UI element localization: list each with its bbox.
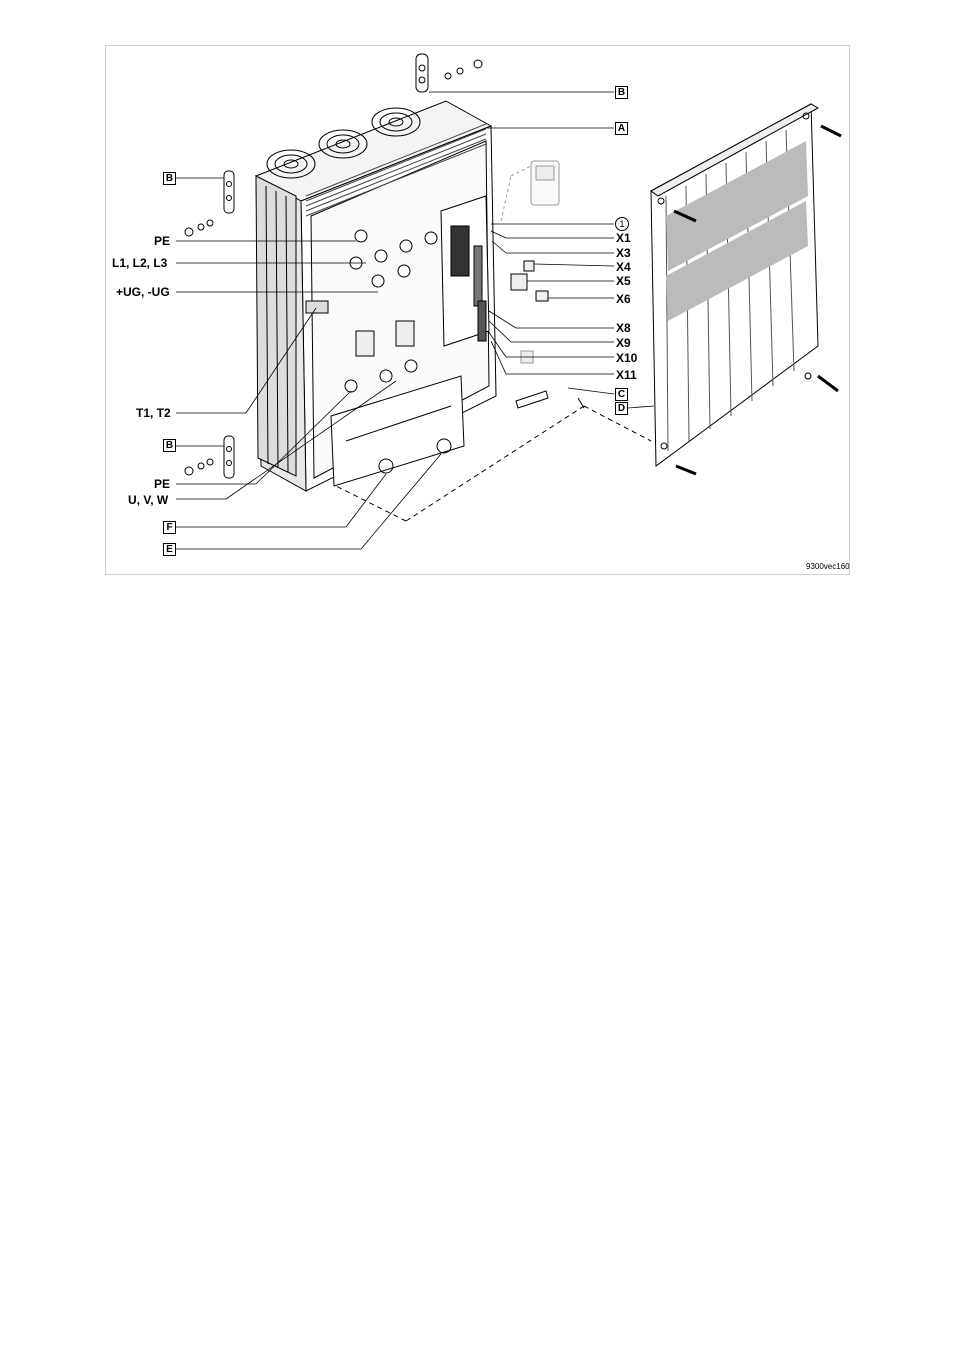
leader-lines	[176, 91, 655, 550]
label-pe-bottom: PE	[154, 477, 171, 491]
side-bracket-top	[184, 170, 235, 237]
small-parts	[515, 350, 585, 409]
label-x5: X5	[616, 274, 631, 288]
label-t1-t2: T1, T2	[136, 406, 171, 420]
keypad	[500, 160, 560, 222]
box-label-d: D	[615, 402, 628, 415]
label-ug: +UG, -UG	[116, 285, 170, 299]
label-x3: X3	[616, 246, 631, 260]
label-x10: X10	[616, 351, 638, 365]
top-bracket	[415, 53, 483, 93]
shield-plate	[330, 375, 465, 487]
fans	[266, 107, 421, 179]
front-cover	[650, 103, 820, 467]
label-x11: X11	[616, 368, 637, 382]
dashed-lines	[335, 405, 652, 522]
box-label-b-top-right: B	[615, 86, 628, 99]
plug-connectors	[510, 260, 549, 302]
box-label-c: C	[615, 388, 628, 401]
figure-code: 9300vec160	[806, 562, 850, 571]
heatsink-ribs	[305, 123, 487, 217]
drawing	[176, 53, 842, 550]
box-label-e: E	[163, 543, 176, 556]
label-x1: X1	[616, 231, 631, 245]
box-label-f: F	[163, 521, 176, 534]
box-label-b-bottom-left: B	[163, 439, 176, 452]
label-x6: X6	[616, 292, 631, 306]
control-board	[440, 195, 490, 347]
circle-label-1: 1	[615, 217, 629, 231]
label-x9: X9	[616, 336, 631, 350]
cover-screws	[673, 124, 842, 476]
label-x4: X4	[616, 260, 631, 274]
terminals	[305, 229, 438, 393]
label-x8: X8	[616, 321, 631, 335]
box-label-b-top-left: B	[163, 172, 176, 185]
box-label-a: A	[615, 122, 628, 135]
label-l1-l2-l3: L1, L2, L3	[112, 256, 168, 270]
label-pe-top: PE	[154, 234, 171, 248]
label-u-v-w: U, V, W	[128, 493, 169, 507]
side-bracket-bottom	[184, 435, 235, 479]
exploded-view-diagram: PE L1, L2, L3 +UG, -UG T1, T2 PE U, V, W…	[105, 45, 850, 575]
